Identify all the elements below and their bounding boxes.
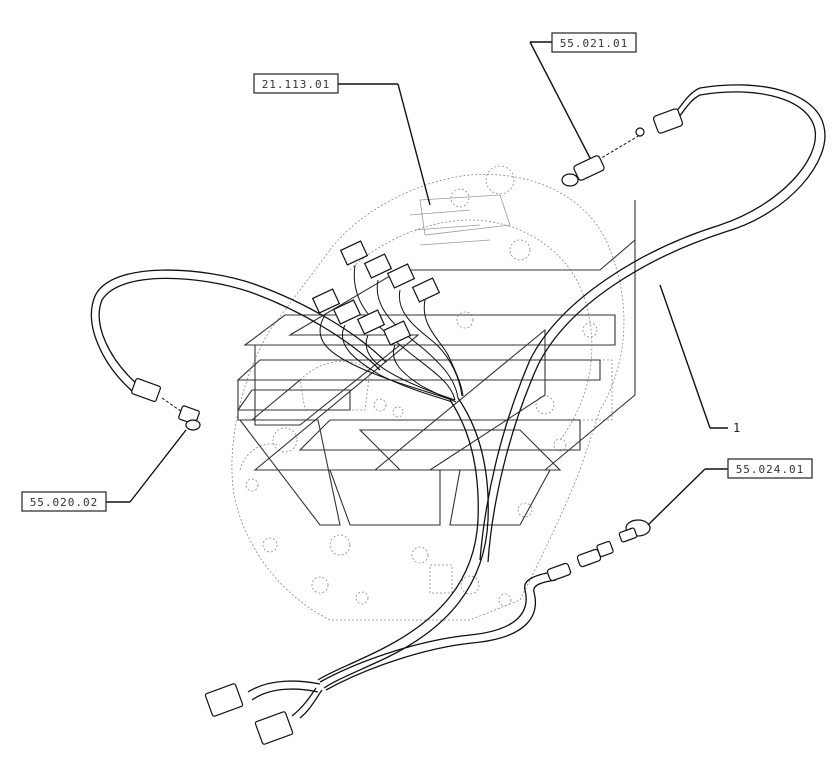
- ref-55-021-01: 55.021.01: [529, 32, 637, 159]
- valve-connectors: [311, 240, 441, 346]
- ref-label-21-113-01: 21.113.01: [262, 78, 331, 91]
- sensor-55-021-01: [561, 108, 684, 187]
- bottom-connector-2: [254, 711, 294, 745]
- harness-cables: [90, 84, 826, 719]
- sensor-55-020-02: [131, 377, 201, 431]
- connector-2: [363, 253, 393, 279]
- connector-6: [332, 299, 362, 325]
- transmission-housing: [231, 165, 625, 621]
- ref-label-55-020-02: 55.020.02: [30, 496, 99, 509]
- item-1-callout: 1: [659, 284, 740, 435]
- connector-4: [411, 277, 441, 303]
- ref-label-55-021-01: 55.021.01: [560, 37, 629, 50]
- connector-7: [356, 309, 386, 335]
- sensor-55-024-01: [546, 519, 651, 582]
- bottom-connectors: [204, 683, 294, 745]
- ref-label-55-024-01: 55.024.01: [736, 463, 805, 476]
- watermark-logo: [236, 200, 636, 526]
- connector-8: [382, 320, 412, 346]
- connector-1: [339, 240, 369, 266]
- bottom-connector-1: [204, 683, 244, 717]
- connector-3: [386, 263, 416, 289]
- item-1-label: 1: [733, 421, 740, 435]
- ref-55-024-01: 55.024.01: [647, 458, 813, 526]
- connector-5: [311, 288, 341, 314]
- ref-21-113-01: 21.113.01: [253, 73, 431, 206]
- ref-55-020-02: 55.020.02: [21, 429, 187, 512]
